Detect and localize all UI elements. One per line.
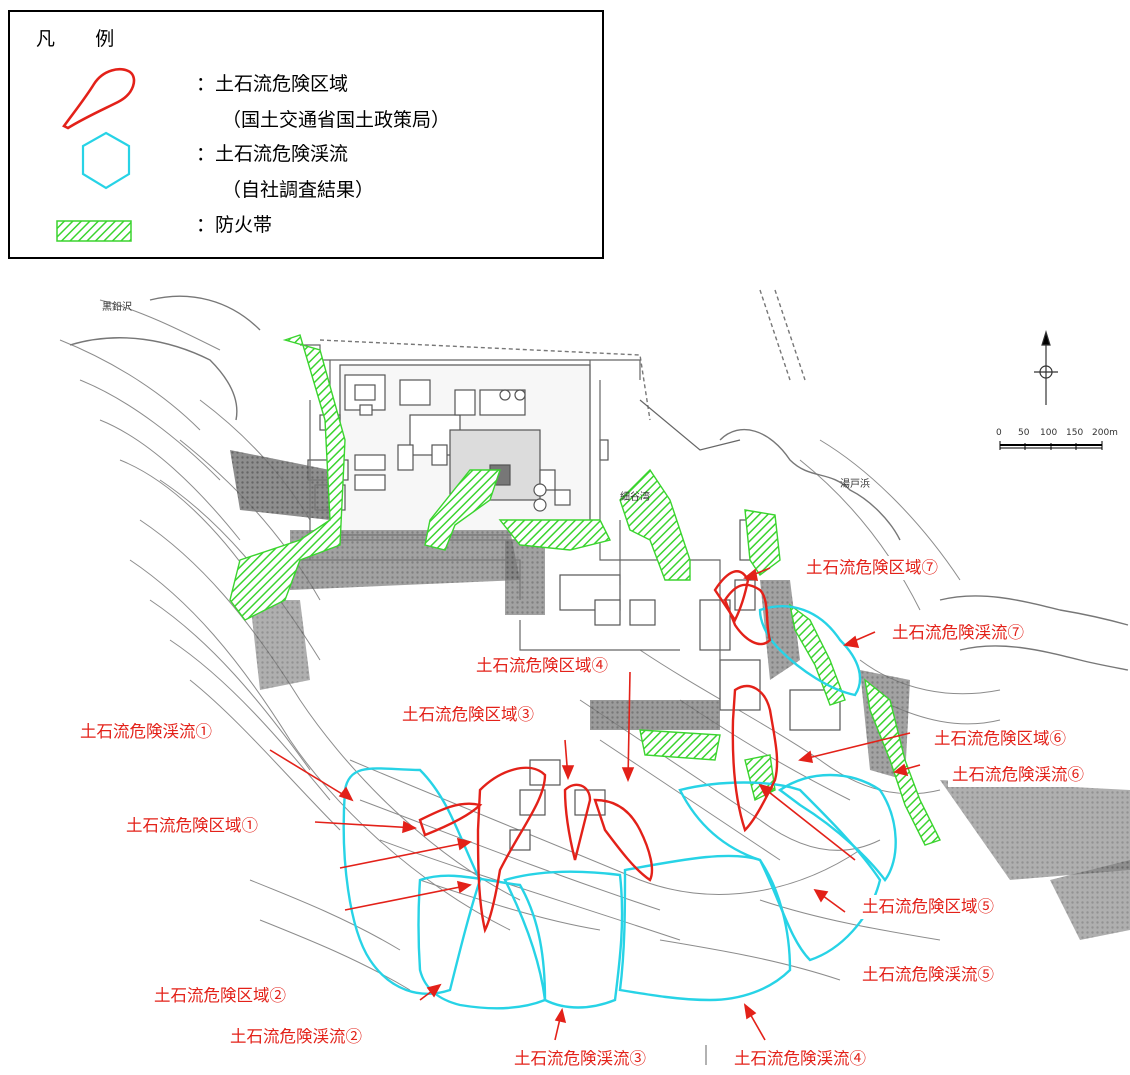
cyan-hexagon-icon — [81, 131, 131, 190]
callout-arrows — [269, 567, 921, 1041]
legend-stream-source: （自社調査結果） — [222, 179, 375, 201]
legend-box: 凡 例 ：土石流危険区域 （国土交通省国土政策局） ：土石流危険渓流 （自社調査… — [8, 10, 604, 259]
callout-stream-2: 土石流危険渓流② — [226, 1025, 366, 1049]
legend-stream-label: ：土石流危険渓流 — [196, 143, 349, 165]
stream-7-outline — [758, 605, 862, 697]
callout-stream-1: 土石流危険渓流① — [76, 720, 216, 744]
zone-7-outline — [713, 570, 750, 623]
callout-stream-5: 土石流危険渓流⑤ — [858, 963, 998, 987]
stream-5-outline — [678, 781, 882, 962]
legend-firebreak-label: ：防火帯 — [196, 214, 273, 236]
coastline — [69, 289, 1129, 671]
zone-4-outline — [593, 798, 654, 882]
place-label-center: 細谷湾 — [620, 492, 650, 503]
zone-5-outline — [731, 684, 779, 833]
embankment-texture — [230, 450, 1130, 940]
callout-stream-4: 土石流危険渓流④ — [730, 1047, 870, 1071]
callout-stream-6: 土石流危険渓流⑥ — [948, 763, 1088, 787]
scale-label-50: 50 — [1018, 428, 1030, 438]
green-hatch-icon — [56, 220, 132, 242]
scale-label-100: 100 — [1040, 428, 1058, 438]
scale-label-200m: 200m — [1092, 428, 1118, 438]
red-outline-shape-icon — [62, 68, 136, 130]
zone-2-outline — [476, 766, 547, 934]
stream-6-outline — [777, 773, 897, 883]
place-label-east: 湯戸浜 — [840, 479, 870, 490]
zone-6-outline — [723, 583, 772, 646]
callout-zone-6: 土石流危険区域⑥ — [930, 727, 1070, 751]
callout-stream-7: 土石流危険渓流⑦ — [888, 621, 1028, 645]
zone-3-outline — [563, 783, 592, 861]
stream-3-outline — [503, 870, 624, 1009]
legend-title: 凡 例 — [36, 28, 132, 50]
legend-zone-label: ：土石流危険区域 — [196, 73, 349, 95]
firebreak-zones — [229, 334, 941, 846]
callout-zone-7: 土石流危険区域⑦ — [802, 556, 942, 580]
stream-4-outline — [618, 854, 792, 1002]
callout-zone-3: 土石流危険区域③ — [398, 703, 538, 727]
callout-stream-3: 土石流危険渓流③ — [510, 1047, 650, 1071]
callout-zone-4: 土石流危険区域④ — [472, 654, 612, 678]
callout-zone-5: 土石流危険区域⑤ — [858, 895, 998, 919]
callout-zone-1: 土石流危険区域① — [122, 814, 262, 838]
scale-bar — [999, 441, 1103, 450]
stream-1-outline — [342, 767, 482, 995]
scale-label-150: 150 — [1066, 428, 1084, 438]
hazard-zones — [418, 570, 779, 934]
place-label-west: 黒鉛沢 — [102, 302, 132, 313]
zone-1-outline — [418, 802, 483, 837]
north-arrow-icon — [1034, 329, 1058, 405]
legend-zone-source: （国土交通省国土政策局） — [222, 109, 451, 131]
callout-zone-2: 土石流危険区域② — [150, 984, 290, 1008]
scale-label-0: 0 — [996, 428, 1002, 438]
